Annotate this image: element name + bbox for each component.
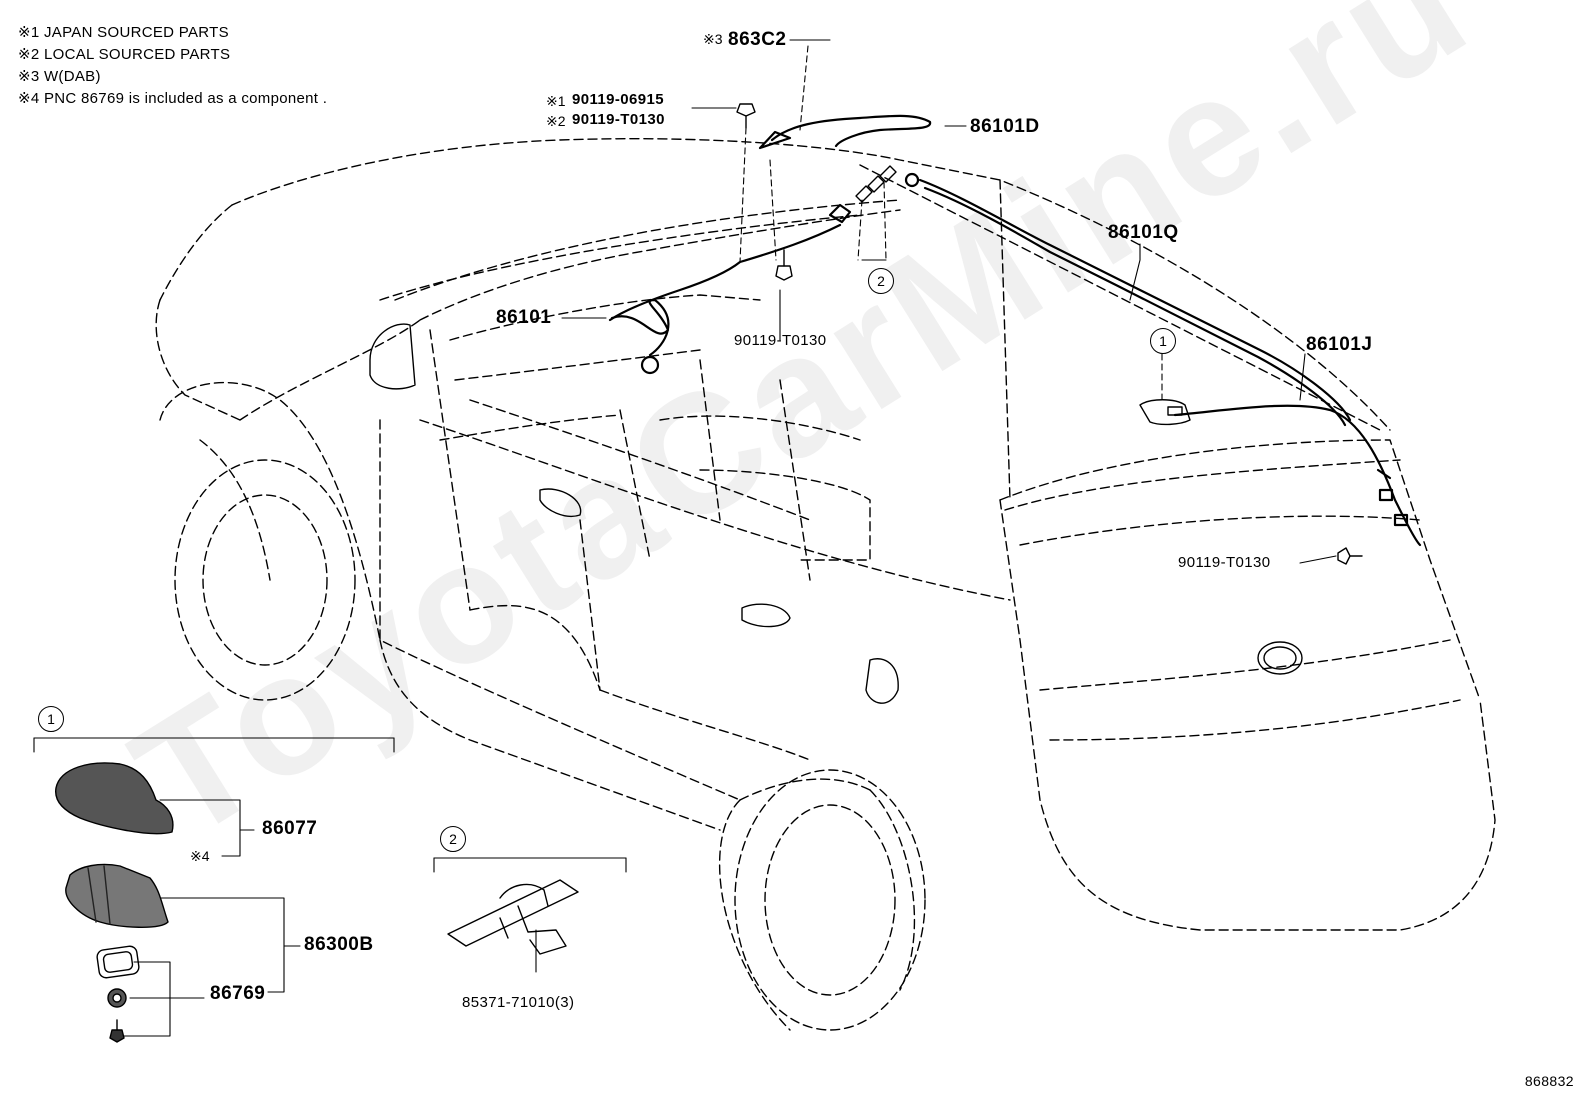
clamp-85371 — [447, 879, 579, 955]
mark-86077: ※4 — [190, 848, 210, 864]
part-86077[interactable]: 86077 — [262, 818, 318, 839]
part-90119-t0130-center[interactable]: 90119-T0130 — [734, 332, 827, 349]
note-dab: ※3 W(DAB) — [18, 68, 101, 85]
roof-antenna-location — [1139, 399, 1191, 426]
vehicle-outline — [155, 138, 1496, 1031]
part-863c2[interactable]: 863C2 — [728, 29, 787, 50]
leader-lines-dashed — [739, 45, 1163, 401]
part-86101j[interactable]: 86101J — [1306, 334, 1373, 355]
antenna-assembly-86300b — [65, 863, 169, 928]
part-90119-t0130-rear[interactable]: 90119-T0130 — [1178, 554, 1271, 571]
antenna-cables — [608, 114, 1422, 547]
part-90119-06915[interactable]: 90119-06915 — [572, 91, 664, 108]
wheels — [174, 459, 926, 1031]
diagram-id: 868832 — [1524, 1073, 1574, 1089]
leader-lines — [33, 39, 1337, 1037]
bolts — [736, 103, 1363, 565]
clamps-group — [855, 165, 897, 203]
gasket-nut-bolt-86769 — [96, 945, 140, 1043]
note-japan-sourced: ※1 JAPAN SOURCED PARTS — [18, 24, 229, 41]
part-86101q[interactable]: 86101Q — [1108, 222, 1179, 243]
callout-2-vehicle: 2 — [868, 268, 894, 294]
mark-863c2: ※3 — [703, 31, 723, 47]
mark-bolt-japan: ※1 — [546, 93, 566, 109]
callout-1-vehicle: 1 — [1150, 328, 1176, 354]
part-86101d[interactable]: 86101D — [970, 116, 1040, 137]
antenna-cover-86077 — [55, 762, 174, 835]
part-86769[interactable]: 86769 — [210, 983, 266, 1004]
part-86101[interactable]: 86101 — [496, 307, 552, 328]
part-86300b[interactable]: 86300B — [304, 934, 374, 955]
callout-2-group: 2 — [440, 826, 466, 852]
notes-block: ※1 JAPAN SOURCED PARTS ※2 LOCAL SOURCED … — [18, 22, 327, 110]
part-85371-71010[interactable]: 85371-71010(3) — [462, 994, 575, 1011]
note-pnc-component: ※4 PNC 86769 is included as a component … — [18, 90, 328, 107]
callout-1-group: 1 — [38, 706, 64, 732]
mark-bolt-local: ※2 — [546, 113, 566, 129]
vehicle-details — [369, 323, 1303, 704]
part-90119-t0130-top[interactable]: 90119-T0130 — [572, 111, 665, 128]
note-local-sourced: ※2 LOCAL SOURCED PARTS — [18, 46, 231, 63]
